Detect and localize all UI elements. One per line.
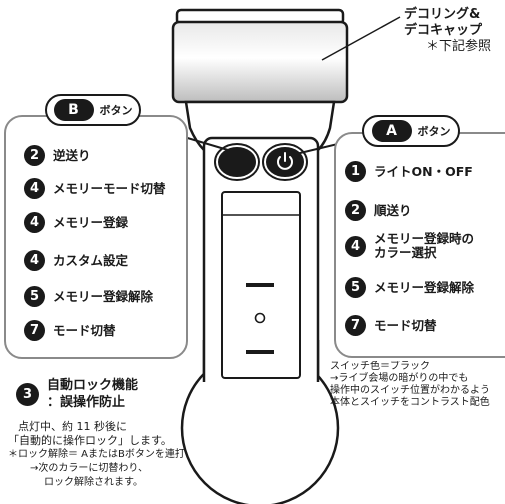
autolock-line: 点灯中、約 11 秒後に bbox=[18, 420, 127, 433]
b-item-label: モード切替 bbox=[53, 322, 116, 338]
b-item-label: カスタム設定 bbox=[53, 252, 129, 268]
a-item-num: 1 bbox=[345, 161, 366, 182]
autolock-description: 点灯中、約 11 秒後に 「自動的に操作ロック」します。 ＊ロック解除＝ Aまた… bbox=[8, 420, 208, 490]
a-item-label: モード切替 bbox=[374, 317, 437, 333]
autolock-title: 自動ロック機能 bbox=[47, 378, 139, 393]
b-item: 4 カスタム設定 bbox=[24, 250, 128, 271]
a-item: 2 順送り bbox=[345, 200, 412, 221]
switch-note-line: スイッチ色＝ブラック bbox=[330, 361, 430, 372]
b-button-header: B ボタン bbox=[45, 94, 141, 126]
b-item: 4 メモリー登録 bbox=[24, 212, 128, 233]
a-button-header: A ボタン bbox=[362, 115, 460, 147]
a-item: 7 モード切替 bbox=[345, 315, 437, 336]
b-item-label: 逆送り bbox=[53, 147, 91, 163]
a-item-num: 5 bbox=[345, 277, 366, 298]
a-item: 4 メモリー登録時の カラー選択 bbox=[345, 232, 474, 260]
b-item-label: メモリー登録解除 bbox=[53, 288, 154, 304]
b-item-num: 4 bbox=[24, 212, 45, 233]
b-item-num: 5 bbox=[24, 286, 45, 307]
switch-note-line: →ライブ会場の暗がりの中でも bbox=[330, 373, 469, 384]
a-item-label-line2: カラー選択 bbox=[374, 245, 437, 260]
autolock-line: ＊ロック解除＝ AまたはBボタンを連打 bbox=[8, 449, 185, 460]
a-item: 1 ライトON・OFF bbox=[345, 161, 473, 182]
cap-callout-line3: ＊下記参照 bbox=[426, 39, 492, 54]
autolock-subtitle: ：誤操作防止 bbox=[47, 395, 126, 410]
a-item-label: メモリー登録解除 bbox=[374, 279, 475, 295]
switch-note-line: 操作中のスイッチ位置がわかるよう bbox=[330, 385, 490, 396]
b-item: 4 メモリーモード切替 bbox=[24, 178, 166, 199]
a-badge: A bbox=[371, 120, 412, 142]
a-item: 5 メモリー登録解除 bbox=[345, 277, 474, 298]
switch-note: スイッチ色＝ブラック →ライブ会場の暗がりの中でも 操作中のスイッチ位置がわかる… bbox=[330, 361, 505, 409]
autolock-heading: 3 自動ロック機能 ：誤操作防止 bbox=[16, 377, 138, 411]
cap-leader bbox=[321, 16, 401, 61]
a-item-num: 7 bbox=[345, 315, 366, 336]
screw bbox=[254, 312, 266, 324]
b-badge: B bbox=[53, 99, 94, 121]
b-item: 7 モード切替 bbox=[24, 320, 116, 341]
b-header-label: ボタン bbox=[99, 104, 133, 117]
a-item-label-line1: メモリー登録時の bbox=[374, 231, 475, 246]
b-item-num: 7 bbox=[24, 320, 45, 341]
cap-callout: デコリング& デコキャップ ＊下記参照 bbox=[404, 7, 491, 55]
b-item: 2 逆送り bbox=[24, 145, 91, 166]
b-item-label: メモリー登録 bbox=[53, 214, 129, 230]
slot-bottom bbox=[246, 350, 274, 354]
a-item-label: ライトON・OFF bbox=[374, 163, 473, 179]
b-item: 5 メモリー登録解除 bbox=[24, 286, 153, 307]
b-button[interactable] bbox=[218, 147, 256, 177]
slot-top bbox=[246, 283, 274, 287]
b-item-num: 2 bbox=[24, 145, 45, 166]
switch-note-line: 本体とスイッチをコントラスト配色 bbox=[330, 397, 490, 408]
autolock-line: →次のカラーに切替わり、 bbox=[30, 463, 148, 474]
a-item-label: メモリー登録時の カラー選択 bbox=[374, 232, 474, 260]
a-item-label: 順送り bbox=[374, 202, 412, 218]
autolock-line: ロック解除されます。 bbox=[44, 477, 143, 488]
b-item-label: メモリーモード切替 bbox=[53, 180, 166, 196]
b-item-num: 4 bbox=[24, 178, 45, 199]
a-header-label: ボタン bbox=[417, 125, 451, 138]
power-icon bbox=[277, 152, 293, 170]
cap-callout-line1: デコリング& bbox=[404, 7, 481, 22]
cap-callout-line2: デコキャップ bbox=[404, 23, 483, 38]
a-item-num: 2 bbox=[345, 200, 366, 221]
a-item-num: 4 bbox=[345, 235, 366, 257]
autolock-num: 3 bbox=[16, 382, 39, 406]
b-item-num: 4 bbox=[24, 250, 45, 271]
autolock-line: 「自動的に操作ロック」します。 bbox=[8, 434, 172, 447]
deco-cap bbox=[171, 20, 349, 104]
